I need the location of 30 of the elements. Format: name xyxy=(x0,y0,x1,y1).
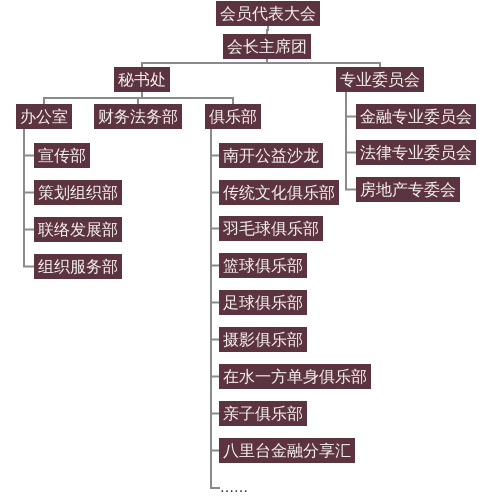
connector-line xyxy=(141,59,268,67)
org-box: 南开公益沙龙 xyxy=(219,143,323,168)
org-box: 足球俱乐部 xyxy=(219,290,307,315)
org-box: 财务法务部 xyxy=(94,104,182,129)
org-box: 办公室 xyxy=(16,104,72,129)
org-box: 会长主席团 xyxy=(223,34,311,59)
org-box: 秘书处 xyxy=(114,67,170,92)
org-box: 篮球俱乐部 xyxy=(219,253,307,278)
org-box: 宣传部 xyxy=(34,143,90,168)
ellipsis-text: …… xyxy=(220,480,248,496)
org-box: 在水一方单身俱乐部 xyxy=(219,364,371,389)
org-box: 摄影俱乐部 xyxy=(219,327,307,352)
connector-line xyxy=(23,129,34,268)
connector-line xyxy=(141,92,234,104)
connector-line xyxy=(266,59,381,67)
org-box: 八里台金融分享汇 xyxy=(219,438,355,463)
org-box: 法律专业委员会 xyxy=(356,140,476,165)
org-box: 专业委员会 xyxy=(336,67,424,92)
org-box: 金融专业委员会 xyxy=(356,104,476,129)
org-box: 策划组织部 xyxy=(34,180,122,205)
connector-line xyxy=(210,129,220,489)
org-box: 会员代表大会 xyxy=(216,1,320,26)
org-box: 组织服务部 xyxy=(34,254,122,279)
org-box: 房地产专委会 xyxy=(356,177,460,202)
org-box: 羽毛球俱乐部 xyxy=(219,216,323,241)
org-box: 联络发展部 xyxy=(34,217,122,242)
org-box: 亲子俱乐部 xyxy=(219,401,307,426)
org-box: 俱乐部 xyxy=(205,104,261,129)
connector-line xyxy=(266,26,269,34)
org-box: 传统文化俱乐部 xyxy=(219,180,339,205)
